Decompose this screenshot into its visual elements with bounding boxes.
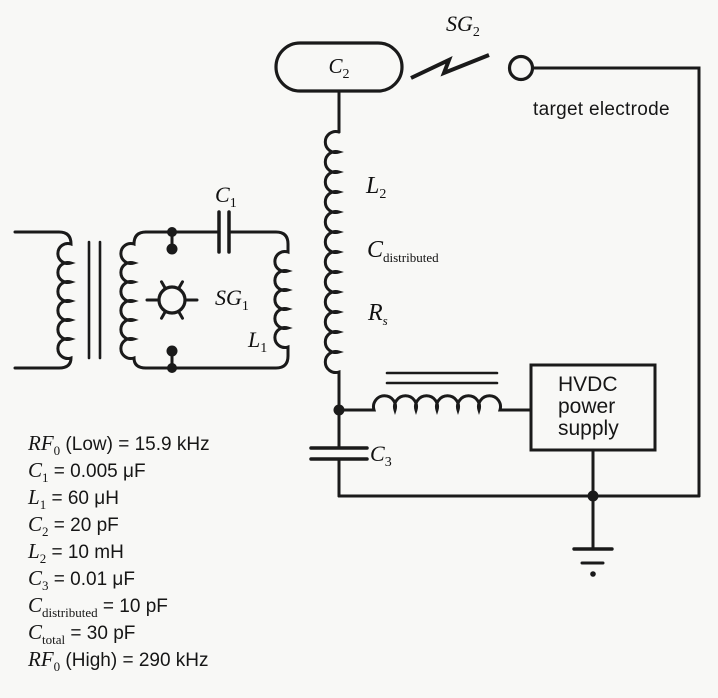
spark-bolt-sg2-icon	[410, 53, 490, 80]
label-c3: C3	[370, 441, 392, 470]
bottom-return-wire	[337, 490, 701, 502]
component-values-list: RF0 (Low) = 15.9 kHz C1 = 0.005 μF L1 = …	[28, 431, 210, 674]
label-sg1: SG1	[215, 285, 249, 314]
value-line: C3 = 0.01 μF	[28, 566, 135, 593]
toroid-c2-icon	[274, 41, 404, 134]
secondary-coil-l2	[323, 130, 344, 412]
capacitor-c1-icon	[217, 210, 231, 254]
label-target-electrode: target electrode	[533, 99, 670, 120]
choke-core-icon	[385, 371, 499, 385]
transformer-core-icon	[87, 240, 102, 360]
tank-circuit-wires	[144, 230, 293, 370]
value-line: C1 = 0.005 μF	[28, 458, 146, 485]
label-hvdc-power-supply: HVDC power supply	[558, 373, 619, 440]
capacitor-c3-icon	[309, 404, 369, 498]
value-line: C2 = 20 pF	[28, 512, 119, 539]
label-c2: C2	[328, 54, 350, 82]
hvdc-supply-box	[529, 363, 657, 498]
rf-choke-coil	[337, 371, 533, 416]
target-electrode-node	[507, 54, 701, 498]
ground-icon	[572, 494, 614, 577]
transformer-secondary-coil	[119, 230, 148, 370]
label-l1: L1	[248, 327, 268, 356]
value-line: RF0 (High) = 290 kHz	[28, 647, 209, 674]
label-c1: C1	[215, 182, 237, 211]
transformer-primary-coil	[13, 230, 76, 370]
label-sg2: SG2	[446, 11, 480, 40]
spark-gap-sg1-icon	[145, 227, 199, 373]
label-rs: Rs	[368, 300, 388, 328]
value-line: RF0 (Low) = 15.9 kHz	[28, 431, 210, 458]
value-line: Ctotal = 30 pF	[28, 620, 136, 647]
label-c-distributed: Cdistributed	[367, 237, 439, 265]
value-line: Cdistributed = 10 pF	[28, 593, 168, 620]
label-l2: L2	[366, 173, 387, 202]
value-line: L2 = 10 mH	[28, 539, 124, 566]
value-line: L1 = 60 μH	[28, 485, 119, 512]
